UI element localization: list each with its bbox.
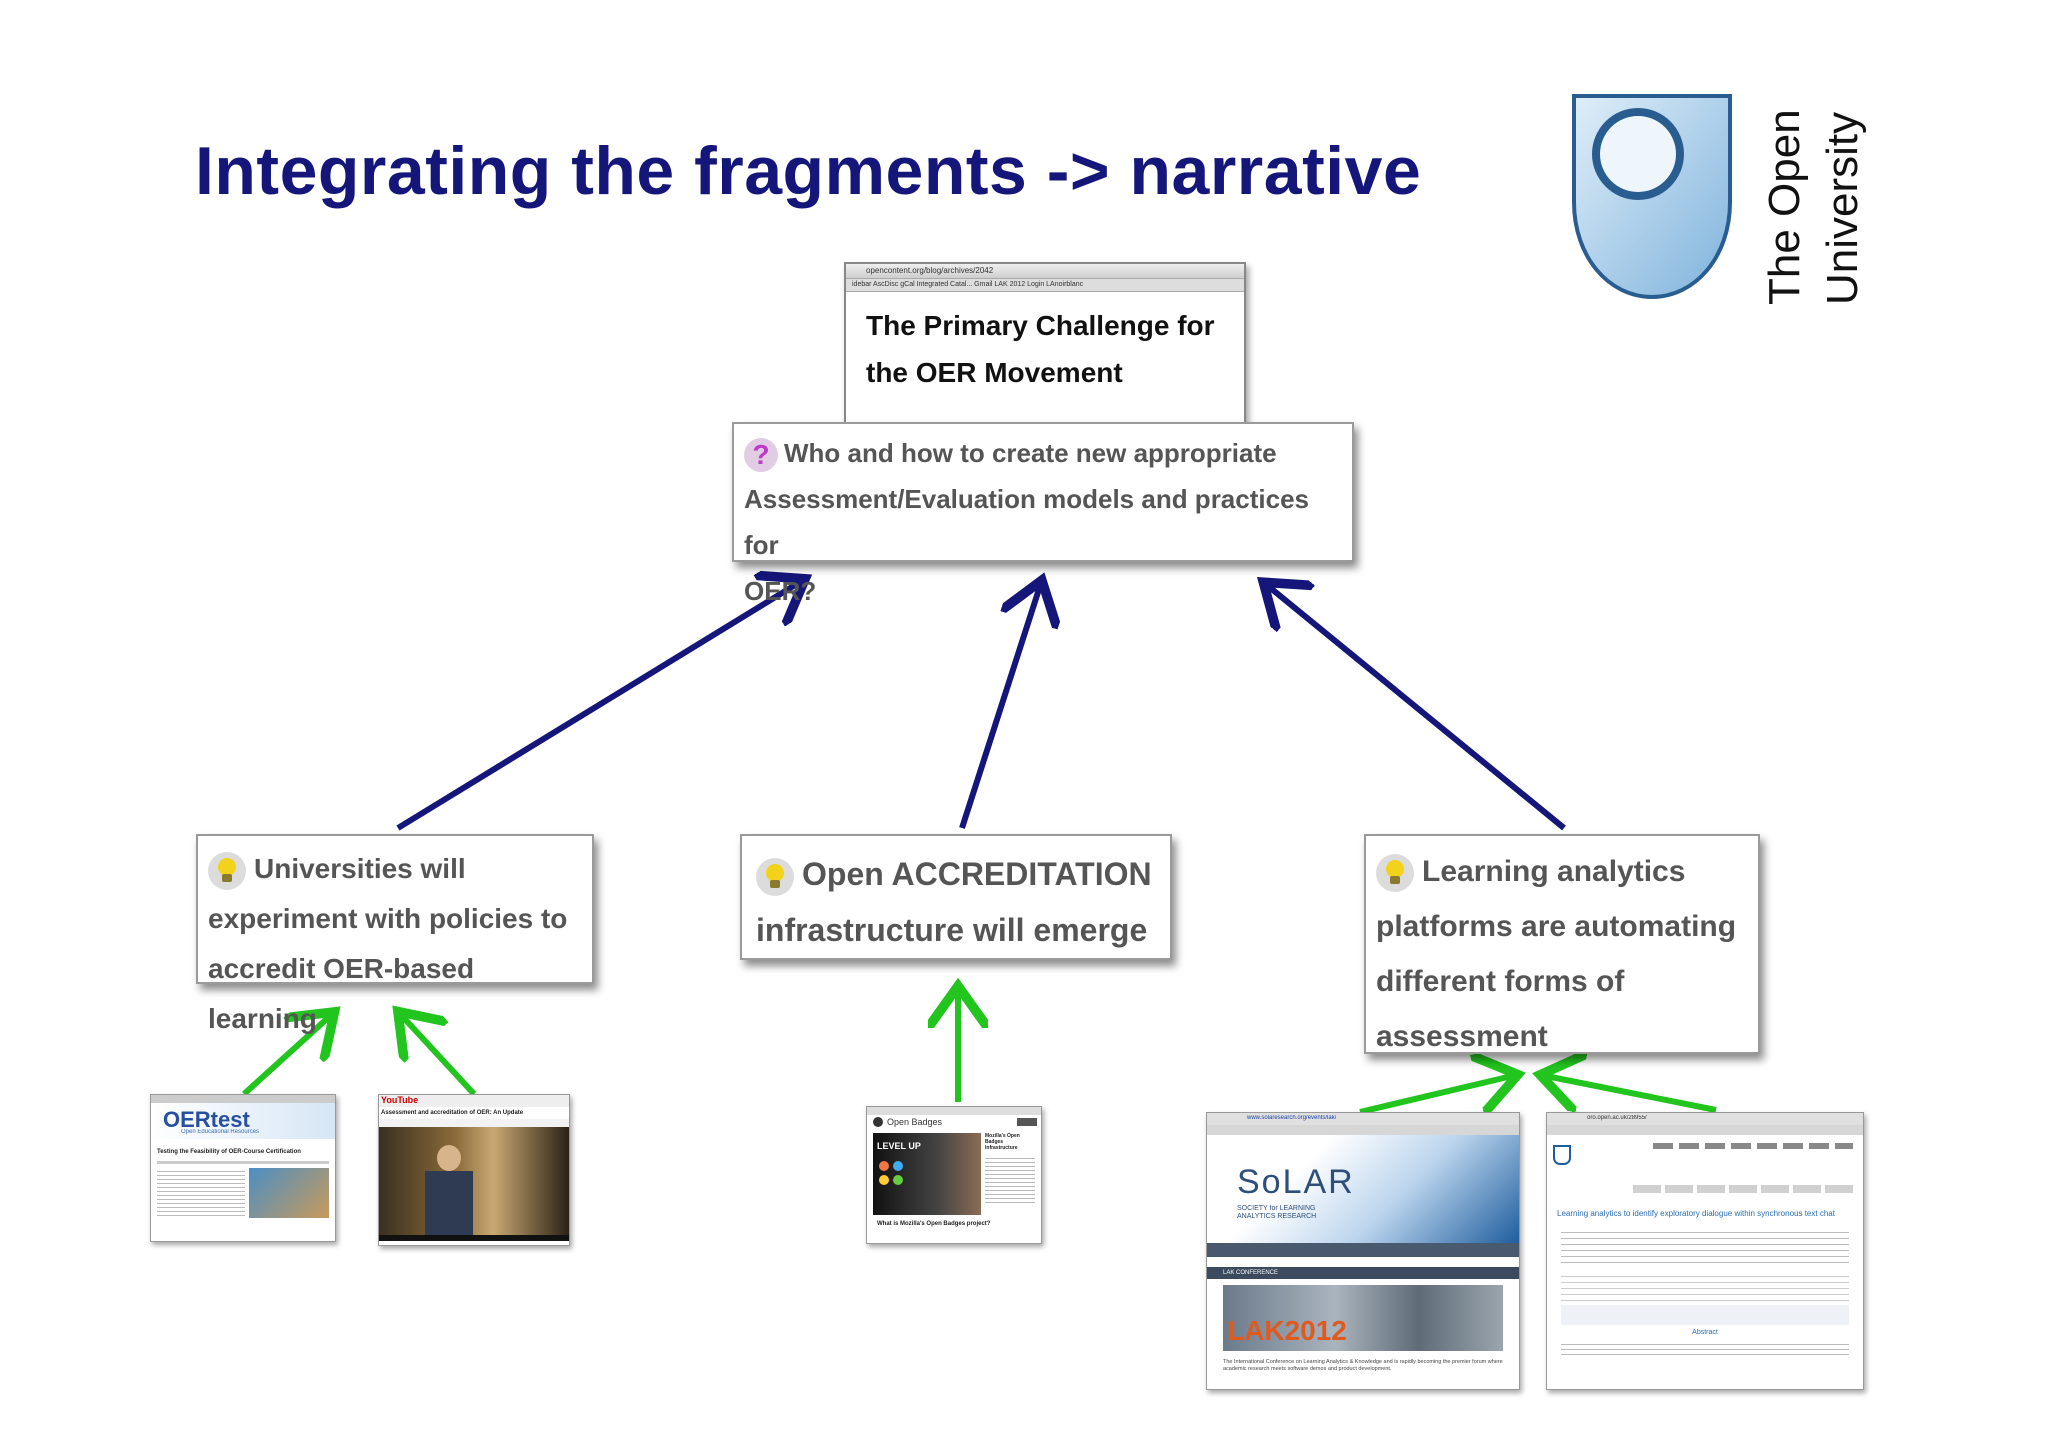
lightbulb-icon (208, 851, 246, 890)
arrow-analytics-to-question (1268, 586, 1566, 831)
question-line3: OER? (744, 576, 817, 606)
question-line2: Assessment/Evaluation models and practic… (744, 484, 1309, 560)
browser-bookmarks-bar: idebar AscDisc gCal Integrated Catal... … (846, 279, 1244, 292)
arrow-solar-to-analytics (1359, 1076, 1512, 1115)
question-card: ?Who and how to create new appropriate A… (732, 422, 1354, 606)
arrow-universities-to-question (396, 582, 800, 831)
arrow-oertest-to-universities (241, 1016, 330, 1097)
open-badges-thumbnail: Open Badges LEVEL UP Mozilla's Open Badg… (866, 1106, 1042, 1244)
oro-thumbnail: oro.open.ac.uk/28955/ Learning analytics… (1546, 1112, 1864, 1390)
idea-card-universities: Universities will experiment with polici… (196, 834, 594, 1034)
lightbulb-icon (1376, 854, 1414, 893)
slide-title: Integrating the fragments -> narrative (195, 133, 1422, 209)
youtube-thumbnail: YouTube Assessment and accreditation of … (378, 1094, 570, 1246)
browser-address-bar: opencontent.org/blog/archives/2042 (846, 264, 1244, 279)
arrow-youtube-to-universities (402, 1016, 477, 1097)
opencontent-browser-screenshot: opencontent.org/blog/archives/2042 ideba… (844, 262, 1246, 434)
idea-card-accreditation: Open ACCREDITATION infrastructure will e… (740, 834, 1172, 960)
question-line1: Who and how to create new appropriate (784, 438, 1277, 468)
solar-thumbnail: www.solaresearch.org/events/lak/ SoLAR S… (1206, 1112, 1520, 1390)
oertest-thumbnail: OERtest Open Educational Resources Testi… (150, 1094, 336, 1242)
lightbulb-icon (756, 857, 794, 896)
open-university-shield-logo (1572, 94, 1732, 300)
blog-heading-line2: the OER Movement (866, 357, 1123, 388)
arrow-oro-to-analytics (1546, 1076, 1717, 1113)
idea-card-learning-analytics: Learning analytics platforms are automat… (1364, 834, 1760, 1054)
question-mark-icon: ? (744, 438, 778, 473)
arrow-accreditation-to-question (959, 586, 1040, 829)
blog-heading-line1: The Primary Challenge for (866, 310, 1215, 341)
